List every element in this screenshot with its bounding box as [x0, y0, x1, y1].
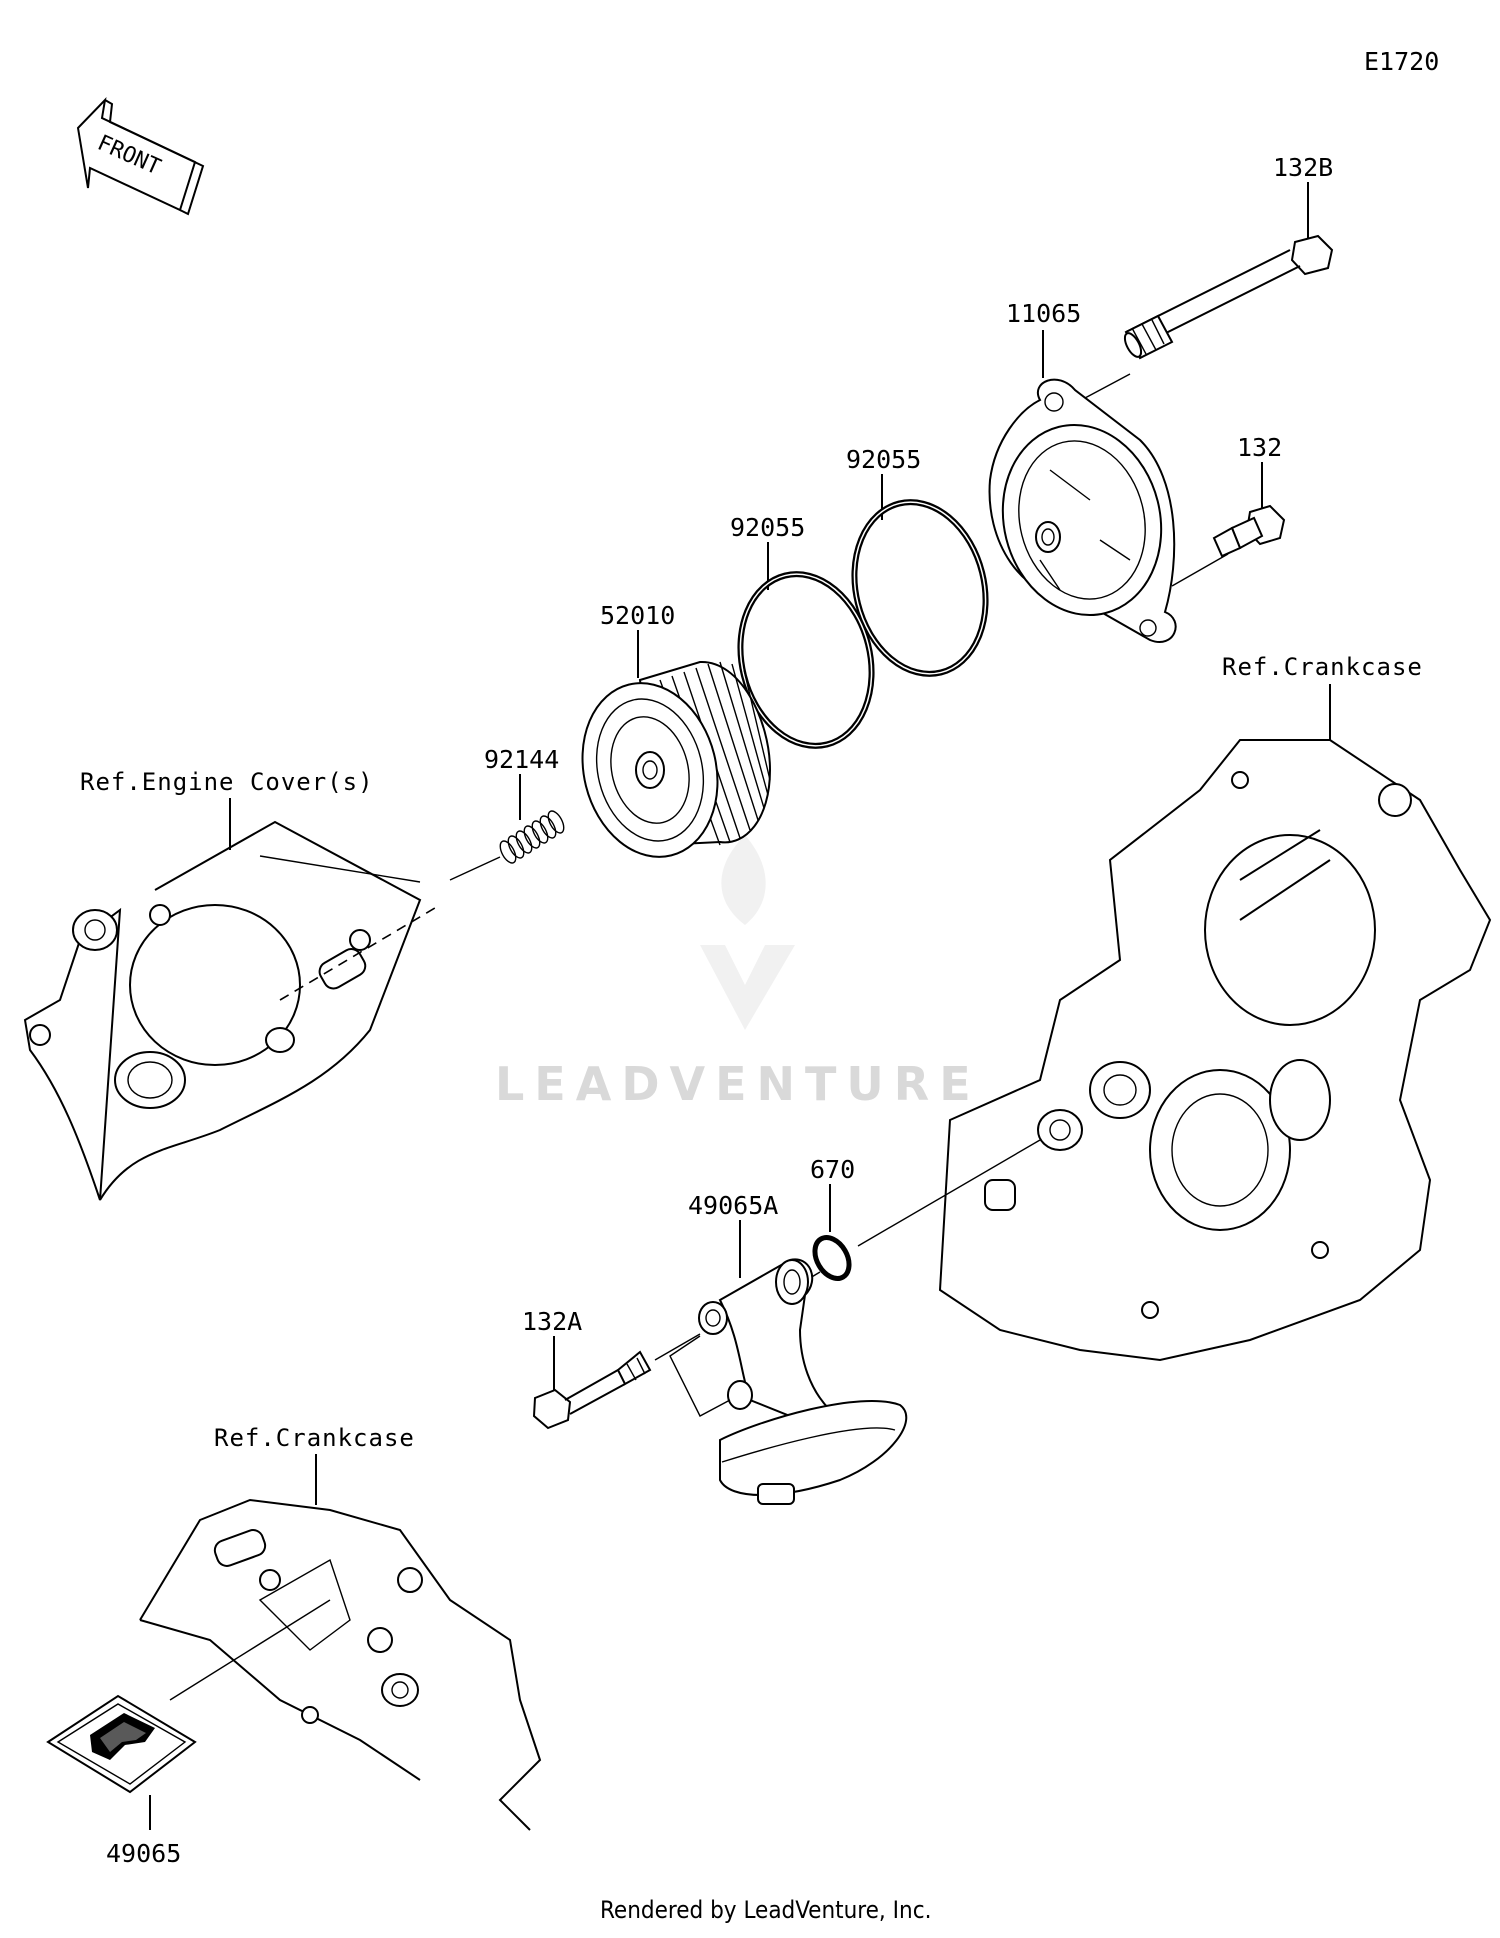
o-ring-92055-small: 92055 — [730, 513, 875, 749]
crankcase-reference-lower: Ref.Crankcase — [139, 1424, 542, 1831]
watermark-logo — [700, 835, 795, 1030]
oil-screen-49065: 49065 — [46, 1694, 197, 1868]
bolt-132: 132 — [1171, 433, 1286, 587]
label-132: 132 — [1237, 433, 1282, 462]
label-ref-crankcase-lower: Ref.Crankcase — [214, 1424, 415, 1452]
crankcase-reference-upper: Ref.Crankcase — [938, 653, 1492, 1362]
oil-filter-cover-11065: 11065 — [988, 299, 1177, 643]
bolt-132a: 132A — [522, 1307, 701, 1430]
label-132b: 132B — [1273, 153, 1333, 182]
front-arrow-icon: FRONT — [76, 96, 205, 216]
label-92055-large: 92055 — [846, 445, 921, 474]
engine-cover-reference: Ref.Engine Cover(s) — [23, 768, 441, 1201]
label-ref-crankcase-upper: Ref.Crankcase — [1222, 653, 1423, 681]
label-49065: 49065 — [106, 1839, 181, 1868]
o-ring-92055-large: 92055 — [846, 445, 989, 677]
label-132a: 132A — [522, 1307, 582, 1336]
watermark-text: LEADVENTURE — [495, 1057, 981, 1111]
label-92055-small: 92055 — [730, 513, 805, 542]
label-49065a: 49065A — [688, 1191, 778, 1220]
oil-filter-52010: 52010 — [581, 601, 772, 858]
label-52010: 52010 — [600, 601, 675, 630]
label-11065: 11065 — [1006, 299, 1081, 328]
label-92144: 92144 — [484, 745, 559, 774]
spring-92144: 92144 — [449, 745, 565, 881]
label-ref-engine-cover: Ref.Engine Cover(s) — [80, 768, 374, 796]
diagram-code: E1720 — [1364, 47, 1439, 76]
o-ring-670: 670 — [810, 1139, 1041, 1281]
label-670: 670 — [810, 1155, 855, 1184]
footer-credit: Rendered by LeadVenture, Inc. — [600, 1896, 931, 1924]
bolt-132b: 132B — [1123, 153, 1333, 360]
oil-pipe-49065a: 49065A — [669, 1191, 908, 1505]
